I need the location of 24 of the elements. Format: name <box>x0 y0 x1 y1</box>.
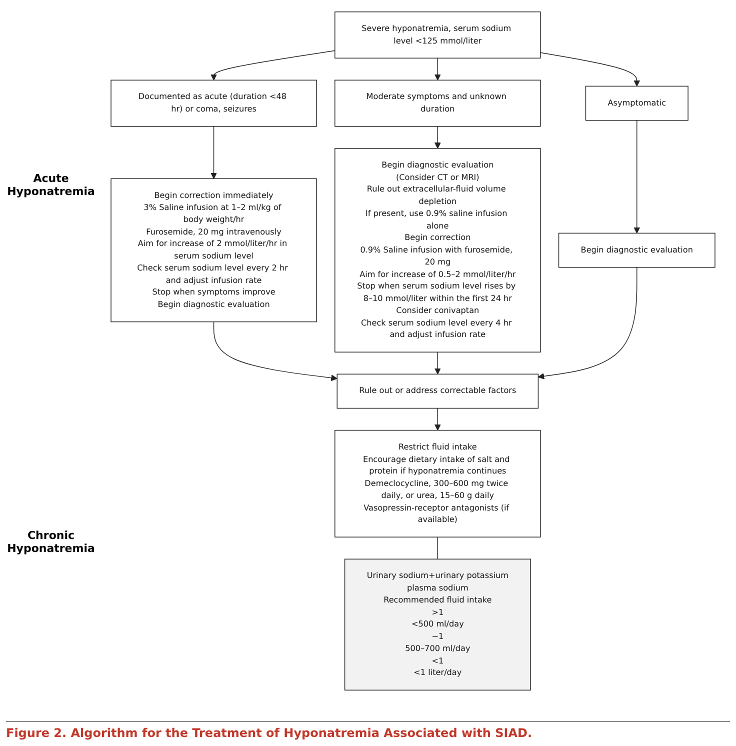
node-box: Restrict fluid intake Encourage dietary intake of salt and protein if hyponatremia continues Demeclocycline, 300–600 mg twice daily, or urea, 15–60 g daily Vasopressin-receptor antagonists (if available) <box>334 430 541 538</box>
arrow <box>434 58 441 80</box>
section-label: Acute Hyponatremia <box>6 172 96 198</box>
node-box: Rule out or address correctable factors <box>336 374 539 409</box>
arrow <box>210 126 217 179</box>
arrow <box>434 408 441 431</box>
section-label: Chronic Hyponatremia <box>6 529 96 556</box>
figure-caption: Figure 2. Algorithm for the Treatment of Hyponatremia Associated with SIAD. <box>6 721 730 740</box>
node-box: Moderate symptoms and unknown duration <box>334 80 541 127</box>
arrow <box>213 321 338 382</box>
node-box: Asymptomatic <box>585 86 688 121</box>
arrow <box>634 120 640 234</box>
node-box: Urinary sodium+urinary potassium plasma sodium Recommended fluid intake >1 <500 ml/day ~1 500–700 ml/day <1 <1 liter/day <box>344 558 531 690</box>
connector <box>437 536 438 560</box>
arrow <box>210 50 336 80</box>
arrow <box>434 352 441 374</box>
node-box: Severe hyponatremia, serum sodium level <125 mmol/liter <box>334 12 541 58</box>
node-box: Begin diagnostic evaluation (Consider CT or MRI) Rule out extracellular-fluid volume depletion If present, use 0.9% saline infusion alone Begin correction 0.9% Saline infusion with furosemide, 20 mg Aim for increase of 0.5–2 mmol/liter/hr Stop when serum sodium level rises by 8–10 mmol/liter within the first 24 hr Consider conivaptan Check serum sodium level every 4 hr and adjust infusion rate <box>334 148 541 352</box>
arrow <box>540 52 640 86</box>
node-box: Begin diagnostic evaluation <box>558 232 716 268</box>
arrow <box>538 266 638 380</box>
node-box: Begin correction immediately 3% Saline infusion at 1–2 ml/kg of body weight/hr Furosemide, 20 mg intravenously Aim for increase of 2 mmol/liter/hr in serum sodium level Check serum sodium level every 2 hr and adjust infusion rate Stop when symptoms improve Begin diagnostic evaluation <box>110 178 317 322</box>
arrow <box>434 126 441 149</box>
node-box: Documented as acute (duration <48 hr) or coma, seizures <box>110 80 317 127</box>
